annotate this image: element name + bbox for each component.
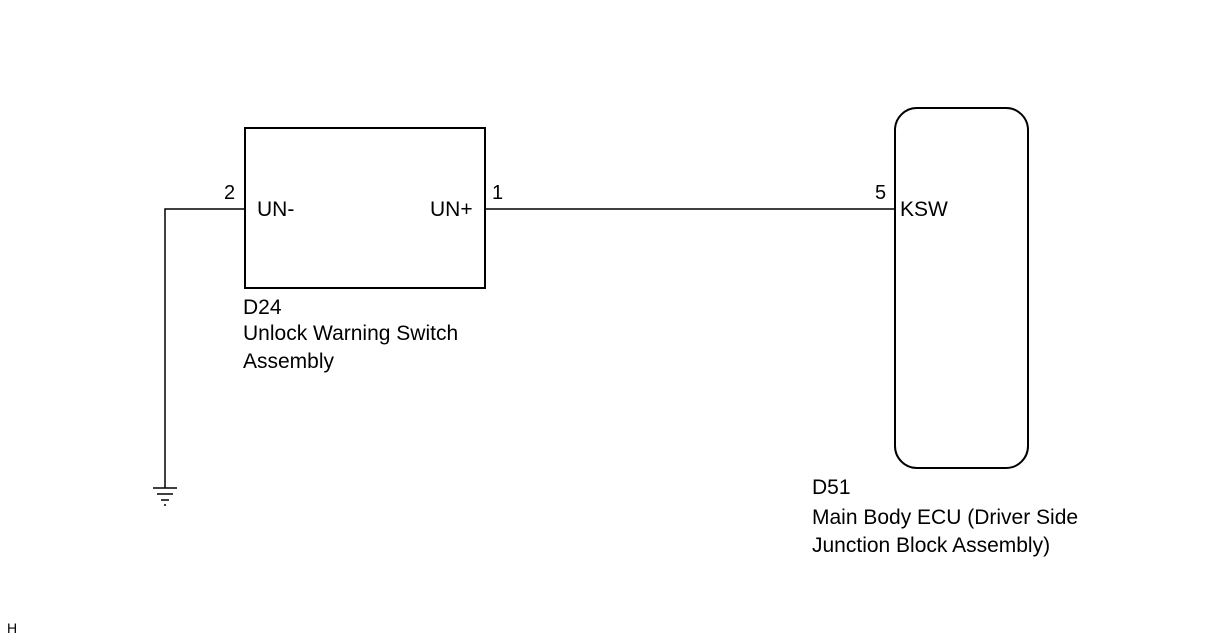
switch-pin-left-label: UN- [257, 198, 295, 221]
ground-symbol-icon [153, 487, 177, 506]
switch-pin-left-number: 2 [224, 182, 236, 204]
switch-pin-right-label: UN+ [430, 198, 473, 221]
switch-pin-right-number: 1 [492, 182, 504, 204]
ecu-box [894, 107, 1029, 469]
ecu-name-line1: Main Body ECU (Driver Side [812, 506, 1079, 529]
ecu-code: D51 [812, 476, 851, 499]
ecu-pin-label: KSW [900, 198, 948, 221]
wire-un-minus-to-ground [164, 208, 245, 488]
switch-name-line2: Assembly [243, 350, 335, 373]
switch-name-line1: Unlock Warning Switch [243, 322, 459, 345]
switch-box [244, 127, 486, 289]
ecu-name-line2: Junction Block Assembly) [812, 534, 1051, 557]
footer-mark: H [7, 620, 18, 636]
switch-code: D24 [243, 296, 282, 319]
ecu-pin-number: 5 [875, 182, 887, 204]
